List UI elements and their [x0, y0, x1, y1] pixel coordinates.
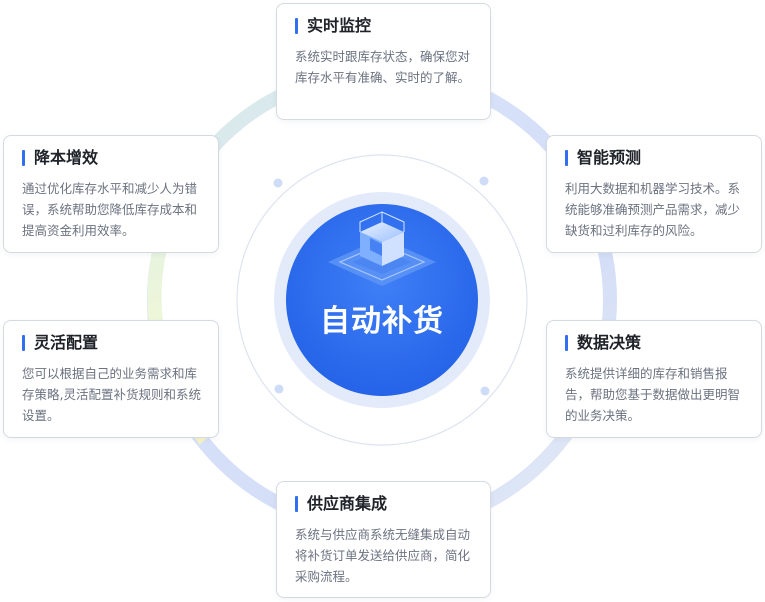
card-title: 实时监控	[295, 16, 476, 36]
inner-thin-ring	[236, 154, 528, 446]
card-supplier-integration: 供应商集成 系统与供应商系统无缝集成自动将补货订单发送给供应商，简化采购流程。	[276, 481, 491, 598]
card-cost-efficiency: 降本增效 通过优化库存水平和减少人为错误，系统帮助您降低库存成本和提高资金利用效…	[3, 135, 219, 253]
card-title: 数据决策	[565, 333, 747, 353]
card-flexible-config: 灵活配置 您可以根据自己的业务需求和库存策略,灵活配置补货规则和系统设置。	[3, 320, 219, 438]
center-disc	[286, 204, 478, 396]
card-description: 系统实时跟库存状态，确保您对库存水平有准确、实时的了解。	[295, 49, 471, 85]
card-data-decision: 数据决策 系统提供详细的库存和销售报告，帮助您基于数据做出更明智的业务决策。	[546, 320, 762, 438]
card-title: 供应商集成	[295, 494, 476, 514]
ring-dot-tr	[479, 176, 489, 186]
ring-dot-br	[480, 386, 490, 396]
cube-icon	[328, 211, 436, 286]
card-description: 您可以根据自己的业务需求和库存策略,灵活配置补货规则和系统设置。	[22, 366, 201, 423]
center-title: 自动补货	[320, 304, 444, 339]
card-realtime-monitoring: 实时监控 系统实时跟库存状态，确保您对库存水平有准确、实时的了解。	[276, 3, 491, 120]
card-description: 利用大数据和机器学习技术。系统能够准确预测产品需求，减少缺货和过利库存的风险。	[565, 181, 741, 238]
card-title: 降本增效	[22, 148, 204, 168]
card-description: 通过优化库存水平和减少人为错误，系统帮助您降低库存成本和提高资金利用效率。	[22, 181, 198, 238]
ring-dot-bl	[274, 384, 284, 394]
ring-dot-tl	[273, 178, 283, 188]
card-description: 系统与供应商系统无缝集成自动将补货订单发送给供应商，简化采购流程。	[295, 527, 471, 584]
card-smart-forecast: 智能预测 利用大数据和机器学习技术。系统能够准确预测产品需求，减少缺货和过利库存…	[546, 135, 762, 253]
card-title: 灵活配置	[22, 333, 204, 353]
card-title: 智能预测	[565, 148, 747, 168]
card-description: 系统提供详细的库存和销售报告，帮助您基于数据做出更明智的业务决策。	[565, 366, 741, 423]
